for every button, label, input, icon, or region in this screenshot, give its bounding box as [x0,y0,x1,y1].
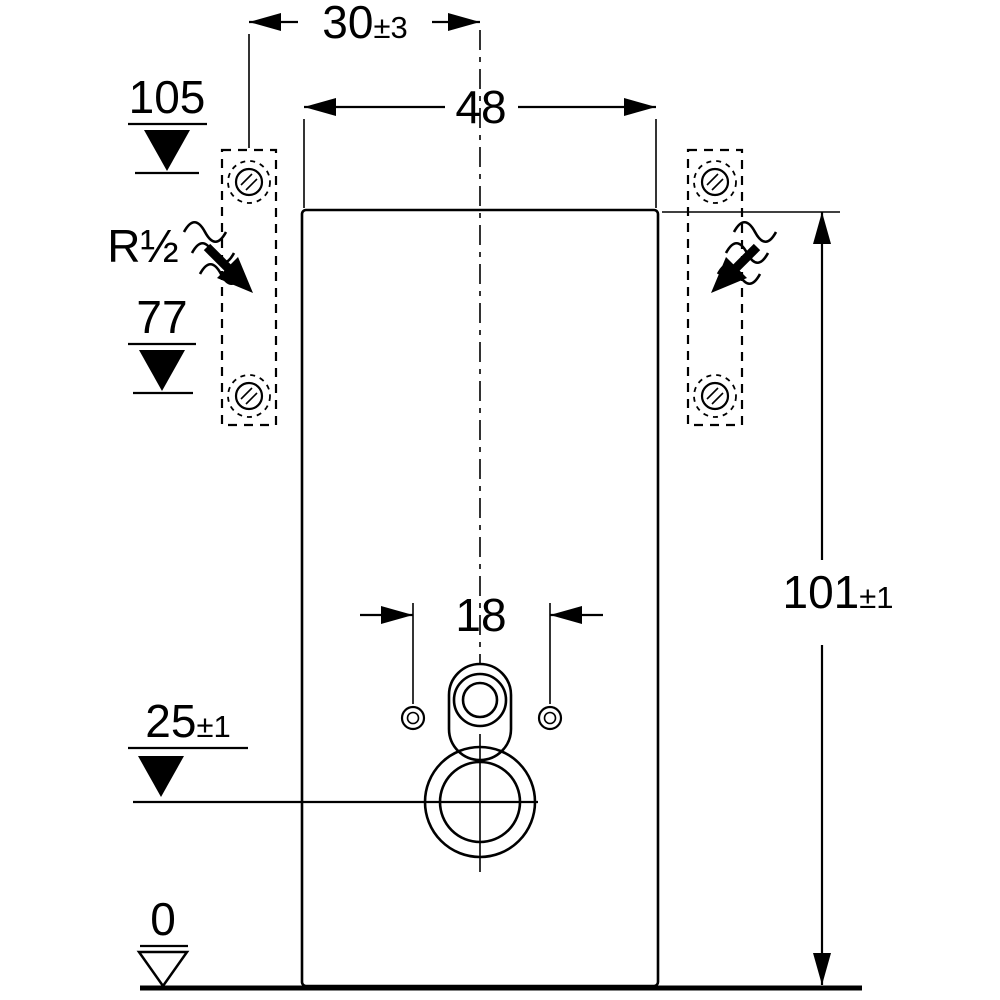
fitting-hatch [706,387,719,400]
arrowhead-left-icon [304,98,336,116]
dimension-spacing: 18 [360,589,603,704]
arrowhead-down-icon [813,953,831,985]
pipe-fitting-top-left-icon [227,160,271,204]
fitting-hatch [245,178,258,191]
fitting-outer-circle [227,160,271,204]
arrowhead-left-icon [249,13,281,31]
flow-arrow-icon [711,257,747,293]
dimension-width: 48 [303,81,657,208]
fitting-hatch [240,173,253,186]
supply-zone-right [686,148,744,427]
arrowhead-right-icon [624,98,656,116]
dimension-height: 101±1 [662,211,894,985]
dimension-width-label: 48 [455,81,506,133]
dimension-top-offset: 30±3 [248,0,480,148]
mounting-point-right-inner [543,711,557,725]
mounting-point-right-icon [537,705,563,731]
water-connection-right [711,220,778,293]
level-25-label: 25±1 [145,695,230,747]
inlet-inner-circle [461,681,499,719]
module-outline [300,208,660,988]
level-0-label: 0 [150,893,176,945]
arrowhead-up-icon [813,212,831,244]
dimension-height-label: 101±1 [782,566,893,618]
fitting-hatch [240,387,253,400]
flow-arrow-icon [217,257,253,293]
pipe-fitting-bottom-right-icon [693,374,737,418]
fitting-hatch [245,392,258,405]
level-77-label: 77 [136,291,187,343]
fitting-body-circle [234,167,264,197]
fitting-hatch [711,178,724,191]
arrowhead-left-icon [550,606,582,624]
level-77-triangle-icon [139,350,185,391]
mounting-point-left-icon [400,705,426,731]
level-marker-77: 77 [128,291,196,395]
level-105-label: 105 [129,71,206,123]
supply-zone-left-boundary [220,148,278,427]
arrowhead-right-icon [448,13,480,31]
arrowhead-right-icon [381,606,413,624]
fitting-body-circle [234,381,264,411]
dimension-spacing-label: 18 [455,589,506,641]
pipe-fitting-top-right-icon [693,160,737,204]
fitting-outer-circle [693,160,737,204]
level-0-triangle-icon [136,950,190,989]
level-marker-105: 105 [128,71,207,175]
water-wave-icon [182,220,228,244]
flow-arrow-tail [203,243,234,274]
inlet-outer-circle [452,672,508,728]
level-marker-0: 0 [136,893,190,989]
water-connection-left: R½ [107,220,253,293]
dimension-top-offset-label: 30±3 [322,0,407,48]
fitting-outer-circle [693,374,737,418]
fitting-hatch [706,173,719,186]
fitting-body-circle [700,167,730,197]
flow-arrow-tail [730,243,761,274]
fitting-body-circle [700,381,730,411]
outlet-assembly [400,662,563,872]
level-25-triangle-icon [138,756,184,797]
level-105-triangle-icon [144,130,190,171]
supply-zone-left [220,148,278,427]
pipe-fitting-bottom-left-icon [227,374,271,418]
mounting-point-left-inner [406,711,420,725]
fitting-hatch [711,392,724,405]
level-marker-25: 25±1 [128,695,538,804]
water-wave-icon [732,220,778,244]
supply-zone-right-boundary [686,148,744,427]
connection-size-label: R½ [107,220,179,272]
fitting-outer-circle [227,374,271,418]
